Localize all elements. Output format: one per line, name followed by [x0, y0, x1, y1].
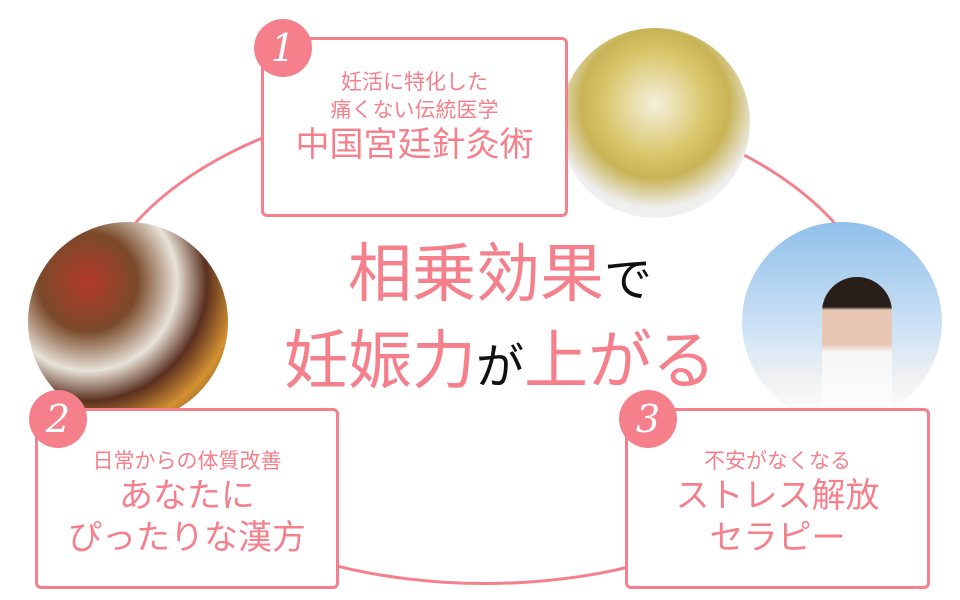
item-title: ストレス解放: [675, 476, 880, 516]
woman-figure: [822, 277, 892, 422]
step-number-badge: 2: [29, 390, 87, 448]
headline: 相乗効果で 妊娠力が上がる: [270, 234, 730, 408]
item-title: セラピー: [709, 518, 846, 558]
item-subtitle: 不安がなくなる: [704, 449, 851, 473]
item-card-kampo: 日常からの体質改善 あなたに ぴったりな漢方: [35, 408, 339, 589]
headline-particle: が: [475, 339, 524, 395]
item-subtitle: 痛くない伝統医学: [330, 98, 499, 122]
relaxed-woman-photo: [742, 222, 942, 422]
item-title: あなたに: [119, 476, 255, 516]
item-title: ぴったりな漢方: [68, 518, 306, 558]
step-number-badge: 1: [254, 19, 312, 77]
headline-text: 上がる: [524, 325, 716, 399]
item-subtitle: 妊活に特化した: [341, 70, 488, 94]
item-card-therapy: 不安がなくなる ストレス解放 セラピー: [625, 408, 930, 589]
item-card-acupuncture: 妊活に特化した 痛くない伝統医学 中国宮廷針灸術: [261, 37, 568, 217]
headline-particle: で: [603, 252, 652, 308]
headline-text: 相乗効果: [347, 238, 604, 312]
herbal-medicine-photo: [28, 222, 228, 422]
item-subtitle: 日常からの体質改善: [92, 449, 282, 473]
step-number-badge: 3: [619, 390, 677, 448]
acupuncture-needles-photo: [560, 28, 750, 218]
headline-text: 妊娠力: [283, 325, 476, 399]
item-title: 中国宮廷針灸術: [295, 125, 534, 165]
